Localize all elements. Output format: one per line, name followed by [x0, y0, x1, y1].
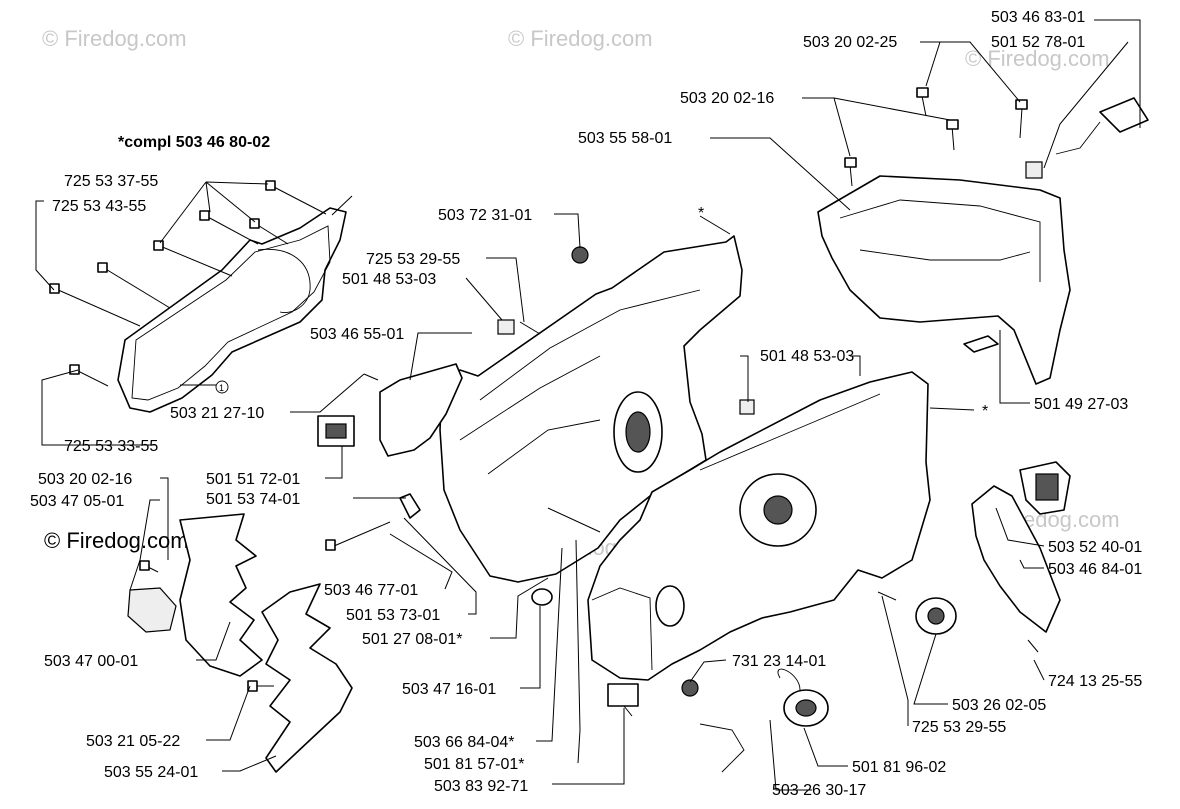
part-number: 501 48 53-03: [342, 271, 436, 288]
part-number: 725 53 43-55: [52, 198, 146, 215]
callout-number: 1: [219, 383, 224, 393]
part-number: 503 47 05-01: [30, 493, 124, 510]
watermark: © Firedog.com: [42, 26, 187, 51]
part-number: 501 48 53-03: [760, 348, 854, 365]
part-number: 503 46 83-01: [991, 9, 1085, 26]
part-number: 503 21 27-10: [170, 405, 264, 422]
part-number: 724 13 25-55: [1048, 673, 1142, 690]
part-number: 501 51 72-01: [206, 471, 300, 488]
part-number: 503 21 05-22: [86, 733, 180, 750]
assembly-heading: *compl 503 46 80-02: [118, 134, 270, 151]
watermark: © Firedog.com: [965, 46, 1110, 71]
crankcase-left-half: [439, 235, 743, 583]
part-number: 503 47 00-01: [44, 653, 138, 670]
lower-left-covers: [127, 513, 353, 773]
callout-1: 1: [180, 380, 229, 394]
part-number: 503 55 24-01: [104, 764, 198, 781]
part-number: 725 53 37-55: [64, 173, 158, 190]
part-number: 503 20 02-16: [680, 90, 774, 107]
part-number: 503 46 77-01: [324, 582, 418, 599]
part-number: 501 81 96-02: [852, 759, 946, 776]
part-number: 503 55 58-01: [578, 130, 672, 147]
watermark: © Firedog.com: [508, 26, 653, 51]
crankcase-right-half: [587, 371, 931, 681]
cylinder-shroud: [817, 87, 1149, 385]
asterisk-note: *: [982, 403, 988, 420]
part-number: 725 53 29-55: [912, 719, 1006, 736]
watermark: © Firedog.com: [44, 528, 189, 553]
lower-right-parts: [699, 461, 1071, 773]
part-number: 501 49 27-03: [1034, 396, 1128, 413]
part-number: 503 83 92-71: [434, 778, 528, 795]
bolts-left: [49, 180, 327, 387]
part-number: 503 20 02-25: [803, 34, 897, 51]
part-number: 503 72 31-01: [438, 207, 532, 224]
part-number: 501 27 08-01*: [362, 631, 463, 648]
part-number: 503 46 84-01: [1048, 561, 1142, 578]
part-number: 501 53 74-01: [206, 491, 300, 508]
part-number: 725 53 29-55: [366, 251, 460, 268]
part-number: 503 47 16-01: [402, 681, 496, 698]
part-number: 501 81 57-01*: [424, 756, 525, 773]
part-number: 501 52 78-01: [991, 34, 1085, 51]
asterisk-note: *: [698, 205, 704, 222]
part-number: 503 20 02-16: [38, 471, 132, 488]
part-number: 501 53 73-01: [346, 607, 440, 624]
part-number: 731 23 14-01: [732, 653, 826, 670]
cover-plate: [117, 195, 353, 413]
part-labels: *compl 503 46 80-02 503 46 83-01 501 52 …: [30, 9, 1142, 799]
part-number: 503 26 30-17: [772, 782, 866, 799]
part-number: 503 66 84-04*: [414, 734, 515, 751]
part-number: 503 52 40-01: [1048, 539, 1142, 556]
part-number: 725 53 33-55: [64, 438, 158, 455]
part-number: 503 46 55-01: [310, 326, 404, 343]
part-number: 503 26 02-05: [952, 697, 1046, 714]
center-small-parts: [317, 246, 755, 717]
leader-lines: [35, 19, 1141, 791]
